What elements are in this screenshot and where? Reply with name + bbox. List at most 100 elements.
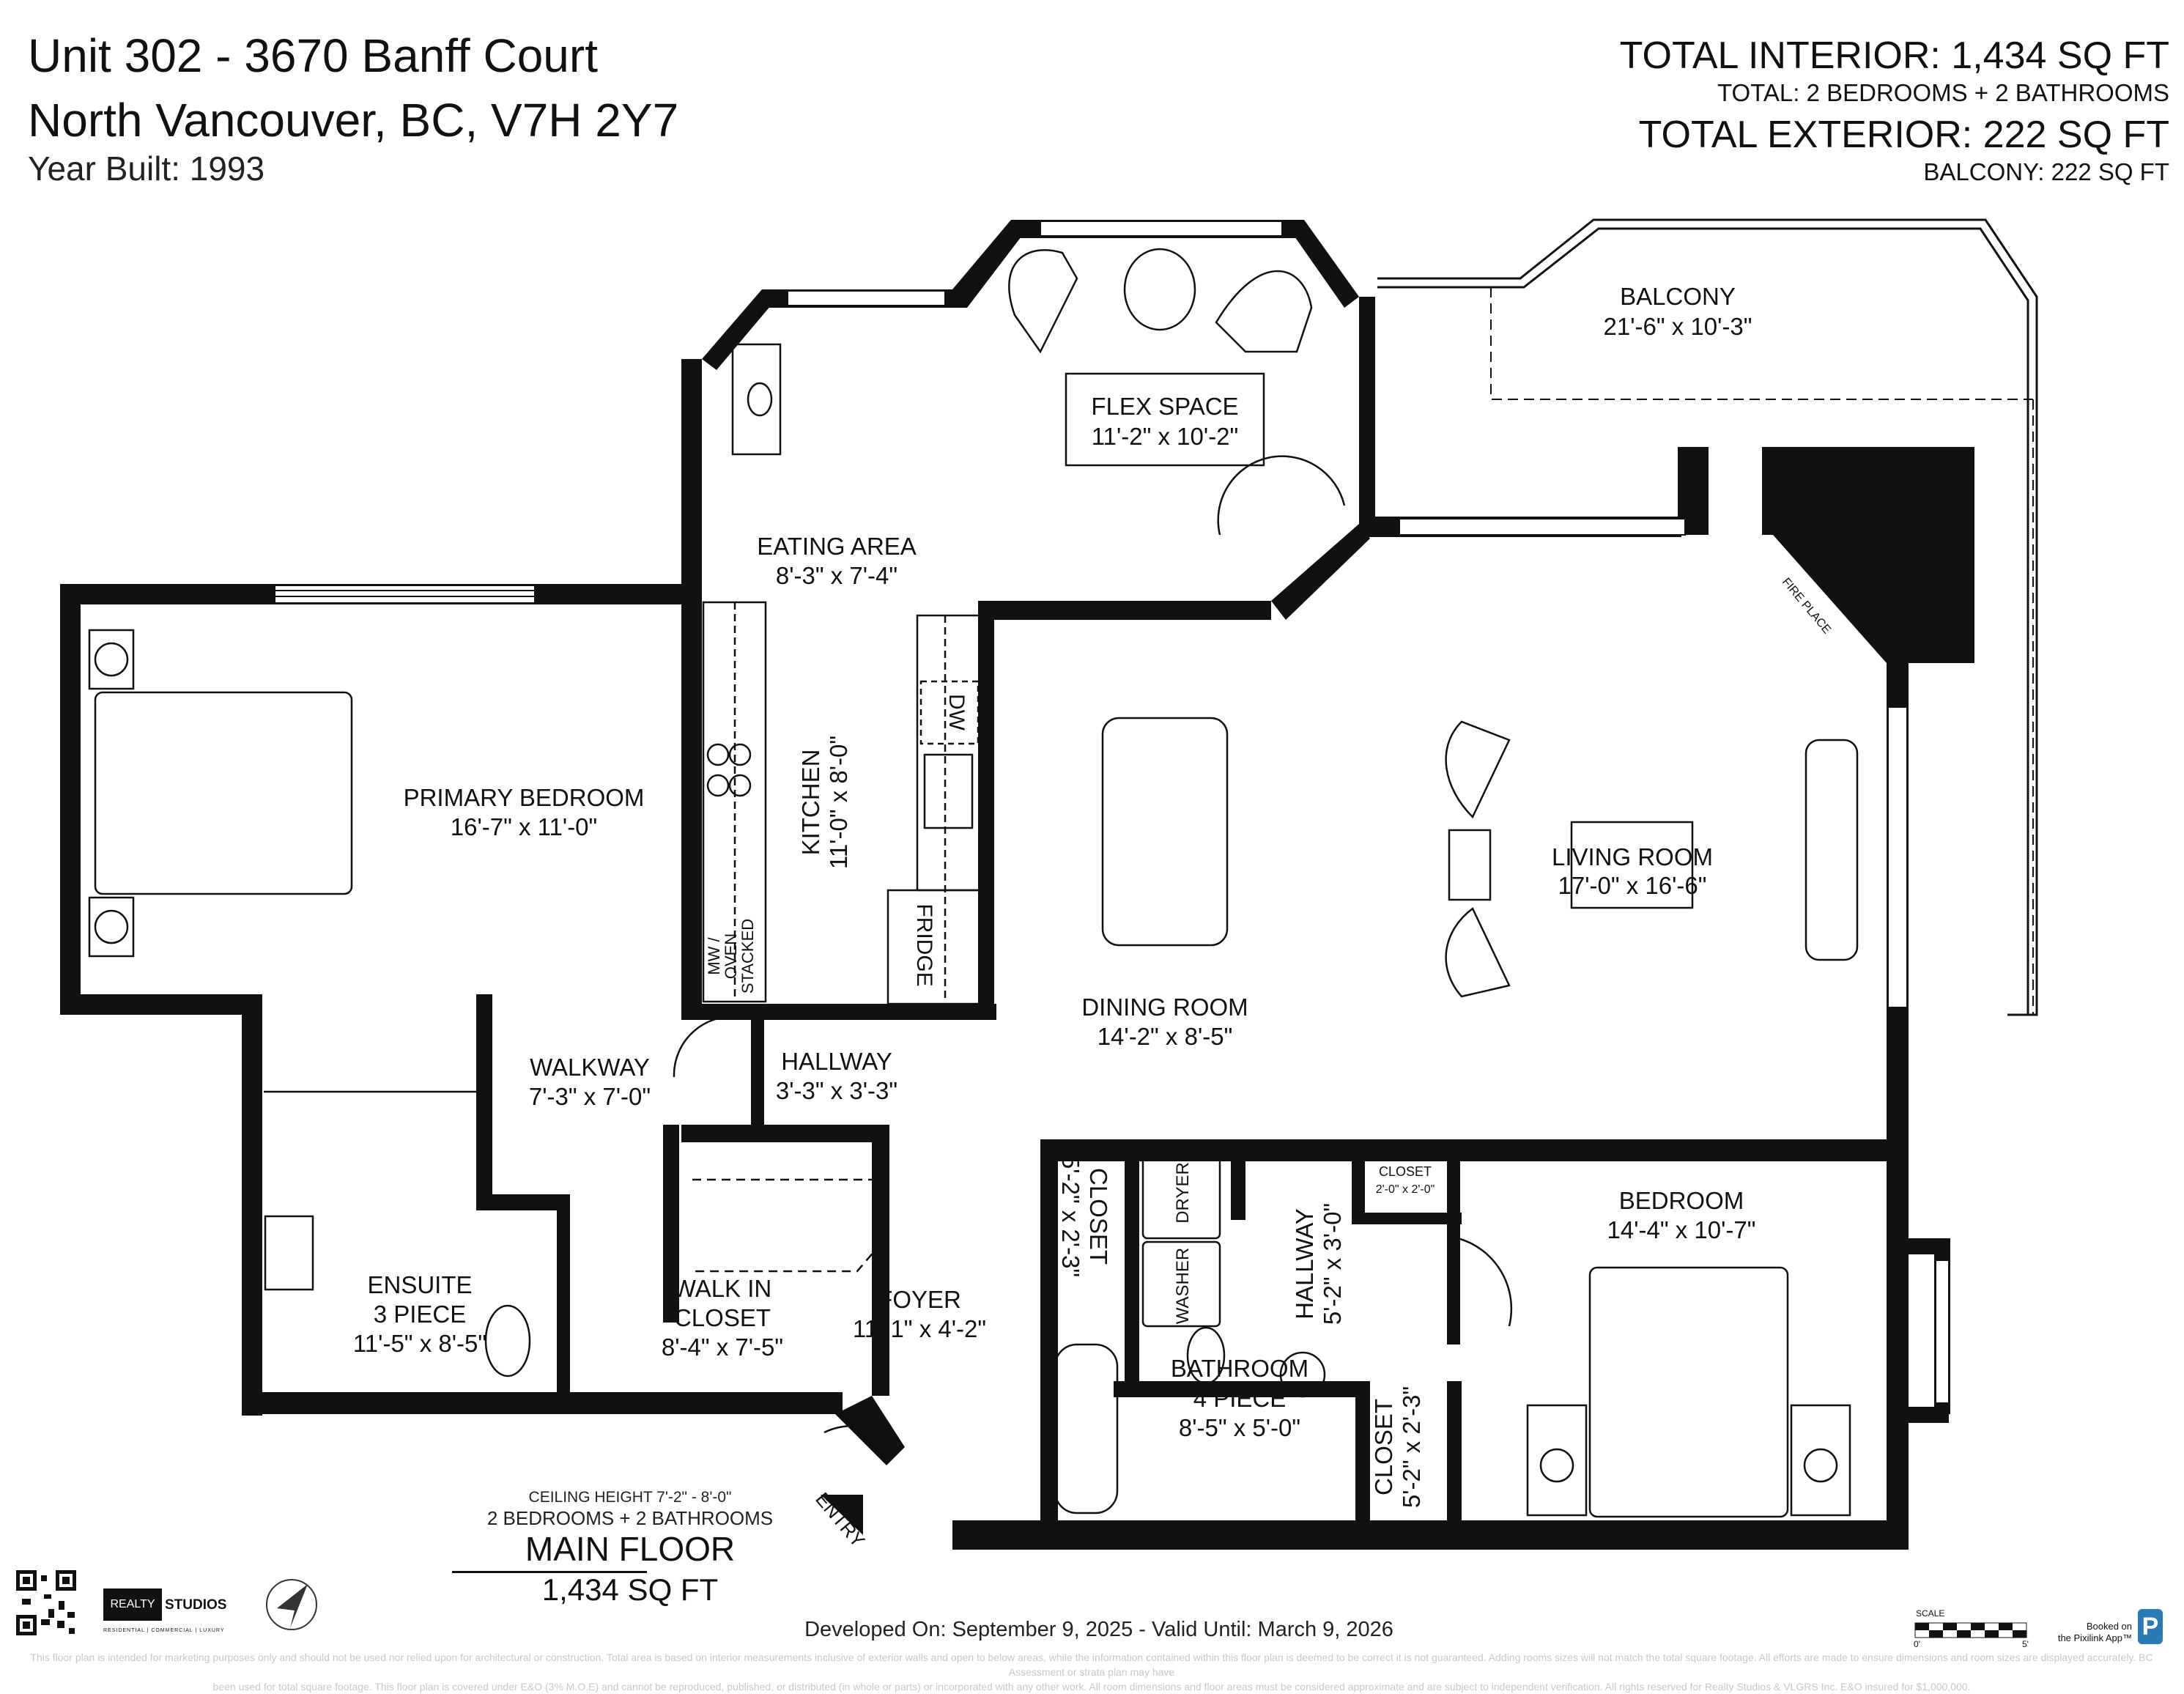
eating-table bbox=[731, 343, 782, 456]
bathroom-sink bbox=[1279, 1351, 1326, 1398]
dining-room-label: DINING ROOM bbox=[1081, 994, 1248, 1021]
svg-text:5'-2" x 2'-3": 5'-2" x 2'-3" bbox=[1057, 1155, 1084, 1277]
living-room-label: LIVING ROOM bbox=[1552, 843, 1713, 870]
nightstand bbox=[1526, 1404, 1588, 1517]
kitchen-counter-right bbox=[916, 614, 981, 892]
windows bbox=[274, 221, 1950, 1404]
dryer bbox=[1141, 1153, 1221, 1240]
bedroom-label: BEDROOM bbox=[1619, 1187, 1744, 1214]
svg-text:STACKED: STACKED bbox=[739, 919, 757, 994]
nightstand bbox=[88, 896, 135, 958]
kitchen-sink bbox=[923, 753, 974, 829]
primary-bed bbox=[94, 691, 353, 895]
fireplace-block bbox=[1762, 447, 1974, 663]
scale-start: 0' bbox=[1914, 1639, 1920, 1649]
nightstand bbox=[88, 629, 135, 690]
svg-text:11'-2" x 10'-2": 11'-2" x 10'-2" bbox=[1092, 423, 1239, 450]
bed-bath-summary: 2 BEDROOMS + 2 BATHROOMS bbox=[486, 1507, 774, 1529]
svg-text:CLOSET: CLOSET bbox=[674, 1304, 771, 1331]
qr-code bbox=[16, 1570, 76, 1635]
logo-studios-text: STUDIOS bbox=[165, 1597, 227, 1613]
svg-text:14'-2" x 8'-5": 14'-2" x 8'-5" bbox=[1097, 1023, 1233, 1050]
floor-name: MAIN FLOOR bbox=[525, 1530, 736, 1568]
balcony-label: BALCONY bbox=[1620, 283, 1736, 310]
svg-text:8'-4" x 7'-5": 8'-4" x 7'-5" bbox=[662, 1334, 783, 1361]
total-exterior-summary: BALCONY: 222 SQ FT bbox=[1923, 158, 2169, 185]
svg-text:14'-4" x 10'-7": 14'-4" x 10'-7" bbox=[1607, 1216, 1756, 1243]
scale-bar bbox=[1914, 1622, 2027, 1638]
total-interior: TOTAL INTERIOR: 1,434 SQ FT bbox=[1619, 34, 2169, 77]
flex-door-swing[interactable] bbox=[1217, 455, 1346, 536]
dishwasher-label: DW bbox=[944, 694, 969, 731]
address-line-2: North Vancouver, BC, V7H 2Y7 bbox=[28, 94, 679, 147]
svg-text:5'-2" x 2'-3": 5'-2" x 2'-3" bbox=[1398, 1386, 1425, 1508]
kitchen-label: KITCHEN bbox=[797, 750, 824, 856]
floor-divider bbox=[452, 1571, 647, 1573]
ceiling-height: CEILING HEIGHT 7'-2" - 8'-0" bbox=[528, 1489, 732, 1506]
mw-oven-label: MW / bbox=[705, 936, 723, 974]
svg-text:17'-0" x 16'-6": 17'-0" x 16'-6" bbox=[1558, 872, 1707, 899]
address-line-1: Unit 302 - 3670 Banff Court bbox=[28, 29, 598, 82]
scale-label: SCALE bbox=[1916, 1608, 1945, 1619]
flex-space-label: FLEX SPACE bbox=[1091, 393, 1238, 420]
walkway-label: WALKWAY bbox=[530, 1054, 650, 1081]
entry-door-swing[interactable] bbox=[823, 1424, 898, 1444]
flex-side-table bbox=[1123, 248, 1196, 331]
bathroom-toilet bbox=[1186, 1326, 1226, 1385]
washer bbox=[1141, 1240, 1221, 1328]
svg-text:7'-3" x 7'-0": 7'-3" x 7'-0" bbox=[529, 1083, 651, 1110]
svg-text:4 PIECE: 4 PIECE bbox=[1193, 1385, 1287, 1412]
pixilink-badge-icon[interactable]: P bbox=[2138, 1609, 2163, 1644]
total-exterior: TOTAL EXTERIOR: 222 SQ FT bbox=[1638, 114, 2169, 156]
svg-text:11'-5" x 8'-5": 11'-5" x 8'-5" bbox=[353, 1330, 486, 1357]
developed-date: Developed On: September 9, 2025 - Valid … bbox=[804, 1618, 1393, 1641]
balcony-railing bbox=[1377, 218, 2038, 1016]
walkway-door-swing[interactable] bbox=[673, 1016, 748, 1078]
nightstand bbox=[1790, 1404, 1851, 1517]
bathroom-label: BATHROOM bbox=[1171, 1355, 1308, 1382]
hallway-2-label: HALLWAY bbox=[1291, 1208, 1318, 1320]
ensuite-toilet bbox=[484, 1304, 531, 1377]
eating-area-label: EATING AREA bbox=[757, 533, 917, 560]
dryer-label: DRYER bbox=[1173, 1162, 1193, 1224]
walls bbox=[60, 220, 1974, 1550]
walk-in-closet-label: WALK IN bbox=[673, 1275, 771, 1302]
fridge bbox=[886, 889, 981, 1005]
svg-text:8'-3" x 7'-4": 8'-3" x 7'-4" bbox=[776, 562, 897, 589]
svg-text:2'-0" x 2'-0": 2'-0" x 2'-0" bbox=[1376, 1183, 1435, 1196]
dishwasher bbox=[919, 680, 980, 745]
svg-text:3'-3" x 3'-3": 3'-3" x 3'-3" bbox=[776, 1077, 897, 1104]
ensuite-sink bbox=[264, 1215, 314, 1291]
living-coffee-table bbox=[1448, 829, 1492, 901]
bathtub bbox=[1054, 1343, 1119, 1514]
washer-label: WASHER bbox=[1173, 1248, 1193, 1324]
svg-text:21'-6" x 10'-3": 21'-6" x 10'-3" bbox=[1604, 313, 1752, 340]
svg-text:5'-2" x 3'-0": 5'-2" x 3'-0" bbox=[1319, 1203, 1346, 1325]
ensuite-label: ENSUITE bbox=[367, 1271, 472, 1298]
fridge-label: FRIDGE bbox=[912, 903, 936, 986]
svg-text:8'-5" x 5'-0": 8'-5" x 5'-0" bbox=[1179, 1414, 1300, 1441]
foyer-closet-label: CLOSET bbox=[1085, 1168, 1112, 1265]
svg-text:3 PIECE: 3 PIECE bbox=[374, 1301, 467, 1328]
scale-end: 5' bbox=[2022, 1639, 2029, 1649]
compass-icon bbox=[266, 1579, 317, 1630]
floor-sqft: 1,434 SQ FT bbox=[541, 1572, 719, 1607]
svg-text:11'-0" x 8'-0": 11'-0" x 8'-0" bbox=[825, 736, 852, 869]
disclaimer: This floor plan is intended for marketin… bbox=[30, 1652, 2153, 1693]
living-label-box bbox=[1570, 821, 1694, 909]
bedroom-closet-label: CLOSET bbox=[1370, 1399, 1397, 1495]
flex-label-box bbox=[1065, 372, 1265, 467]
total-interior-summary: TOTAL: 2 BEDROOMS + 2 BATHROOMS bbox=[1717, 79, 2169, 106]
hallway-label: HALLWAY bbox=[781, 1048, 892, 1075]
bedroom-door-swing[interactable] bbox=[1457, 1237, 1513, 1327]
sofa bbox=[1804, 739, 1859, 961]
foyer-label: FOYER bbox=[878, 1286, 961, 1313]
bedroom-bed bbox=[1588, 1266, 1789, 1518]
svg-text:11'-1" x 4'-2": 11'-1" x 4'-2" bbox=[853, 1315, 986, 1342]
year-built: Year Built: 1993 bbox=[28, 149, 265, 188]
small-closet-label: CLOSET bbox=[1379, 1164, 1432, 1179]
svg-text:16'-7" x 11'-0": 16'-7" x 11'-0" bbox=[451, 813, 598, 840]
entry-arrow-icon bbox=[821, 1495, 863, 1535]
svg-text:OVEN: OVEN bbox=[722, 933, 740, 979]
dining-table bbox=[1101, 717, 1229, 947]
